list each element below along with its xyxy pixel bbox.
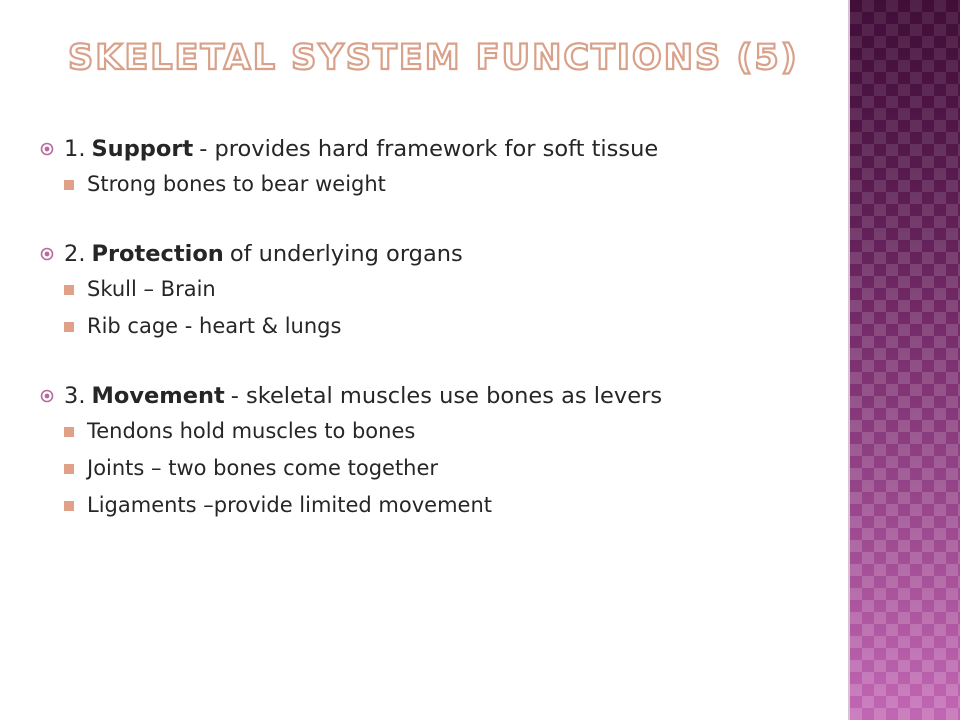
main-bullet-line: 1. Support - provides hard framework for… bbox=[40, 132, 840, 166]
point-movement: 3. Movement - skeletal muscles use bones… bbox=[40, 379, 840, 524]
circled-dot-bullet-icon bbox=[40, 247, 64, 261]
point-text: - provides hard framework for soft tissu… bbox=[199, 136, 659, 162]
square-bullet-icon bbox=[64, 321, 74, 332]
sub-bullet-item: Ligaments –provide limited movement bbox=[40, 487, 840, 524]
sub-bullet-text: Rib cage - heart & lungs bbox=[87, 314, 342, 338]
point-keyword: Support bbox=[91, 136, 194, 162]
point-number: 2. bbox=[64, 241, 86, 267]
point-number: 3. bbox=[64, 383, 86, 409]
main-bullet-line: 2. Protection of underlying organs bbox=[40, 237, 840, 271]
sub-bullet-item: Joints – two bones come together bbox=[40, 450, 840, 487]
sub-bullet-text: Tendons hold muscles to bones bbox=[87, 419, 416, 443]
point-number: 1. bbox=[64, 136, 86, 162]
circled-dot-bullet-icon bbox=[40, 389, 64, 403]
bullet-content: 1. Support - provides hard framework for… bbox=[40, 132, 840, 524]
square-bullet-icon bbox=[64, 426, 74, 437]
sub-bullet-list: Strong bones to bear weight bbox=[40, 166, 840, 203]
sub-bullet-list: Tendons hold muscles to bones Joints – t… bbox=[40, 413, 840, 524]
main-bullet-line: 3. Movement - skeletal muscles use bones… bbox=[40, 379, 840, 413]
square-bullet-icon bbox=[64, 500, 74, 511]
sub-bullet-item: Strong bones to bear weight bbox=[40, 166, 840, 203]
slide-title: Skeletal System Functions (5) bbox=[67, 37, 799, 79]
sub-bullet-item: Rib cage - heart & lungs bbox=[40, 308, 840, 345]
sub-bullet-text: Strong bones to bear weight bbox=[87, 172, 386, 196]
sub-bullet-text: Ligaments –provide limited movement bbox=[87, 493, 492, 517]
sub-bullet-item: Skull – Brain bbox=[40, 271, 840, 308]
point-support: 1. Support - provides hard framework for… bbox=[40, 132, 840, 203]
circled-dot-bullet-icon bbox=[40, 142, 64, 156]
decorative-side-panel bbox=[850, 0, 960, 720]
sub-bullet-list: Skull – Brain Rib cage - heart & lungs bbox=[40, 271, 840, 345]
sub-bullet-item: Tendons hold muscles to bones bbox=[40, 413, 840, 450]
square-bullet-icon bbox=[64, 179, 74, 190]
point-protection: 2. Protection of underlying organs Skull… bbox=[40, 237, 840, 345]
square-bullet-icon bbox=[64, 284, 74, 295]
point-keyword: Movement bbox=[91, 383, 225, 409]
point-text: of underlying organs bbox=[229, 241, 463, 267]
square-bullet-icon bbox=[64, 463, 74, 474]
point-keyword: Protection bbox=[91, 241, 224, 267]
sub-bullet-text: Skull – Brain bbox=[87, 277, 216, 301]
point-text: - skeletal muscles use bones as levers bbox=[230, 383, 663, 409]
sub-bullet-text: Joints – two bones come together bbox=[87, 456, 439, 480]
side-panel-edge bbox=[848, 0, 850, 720]
